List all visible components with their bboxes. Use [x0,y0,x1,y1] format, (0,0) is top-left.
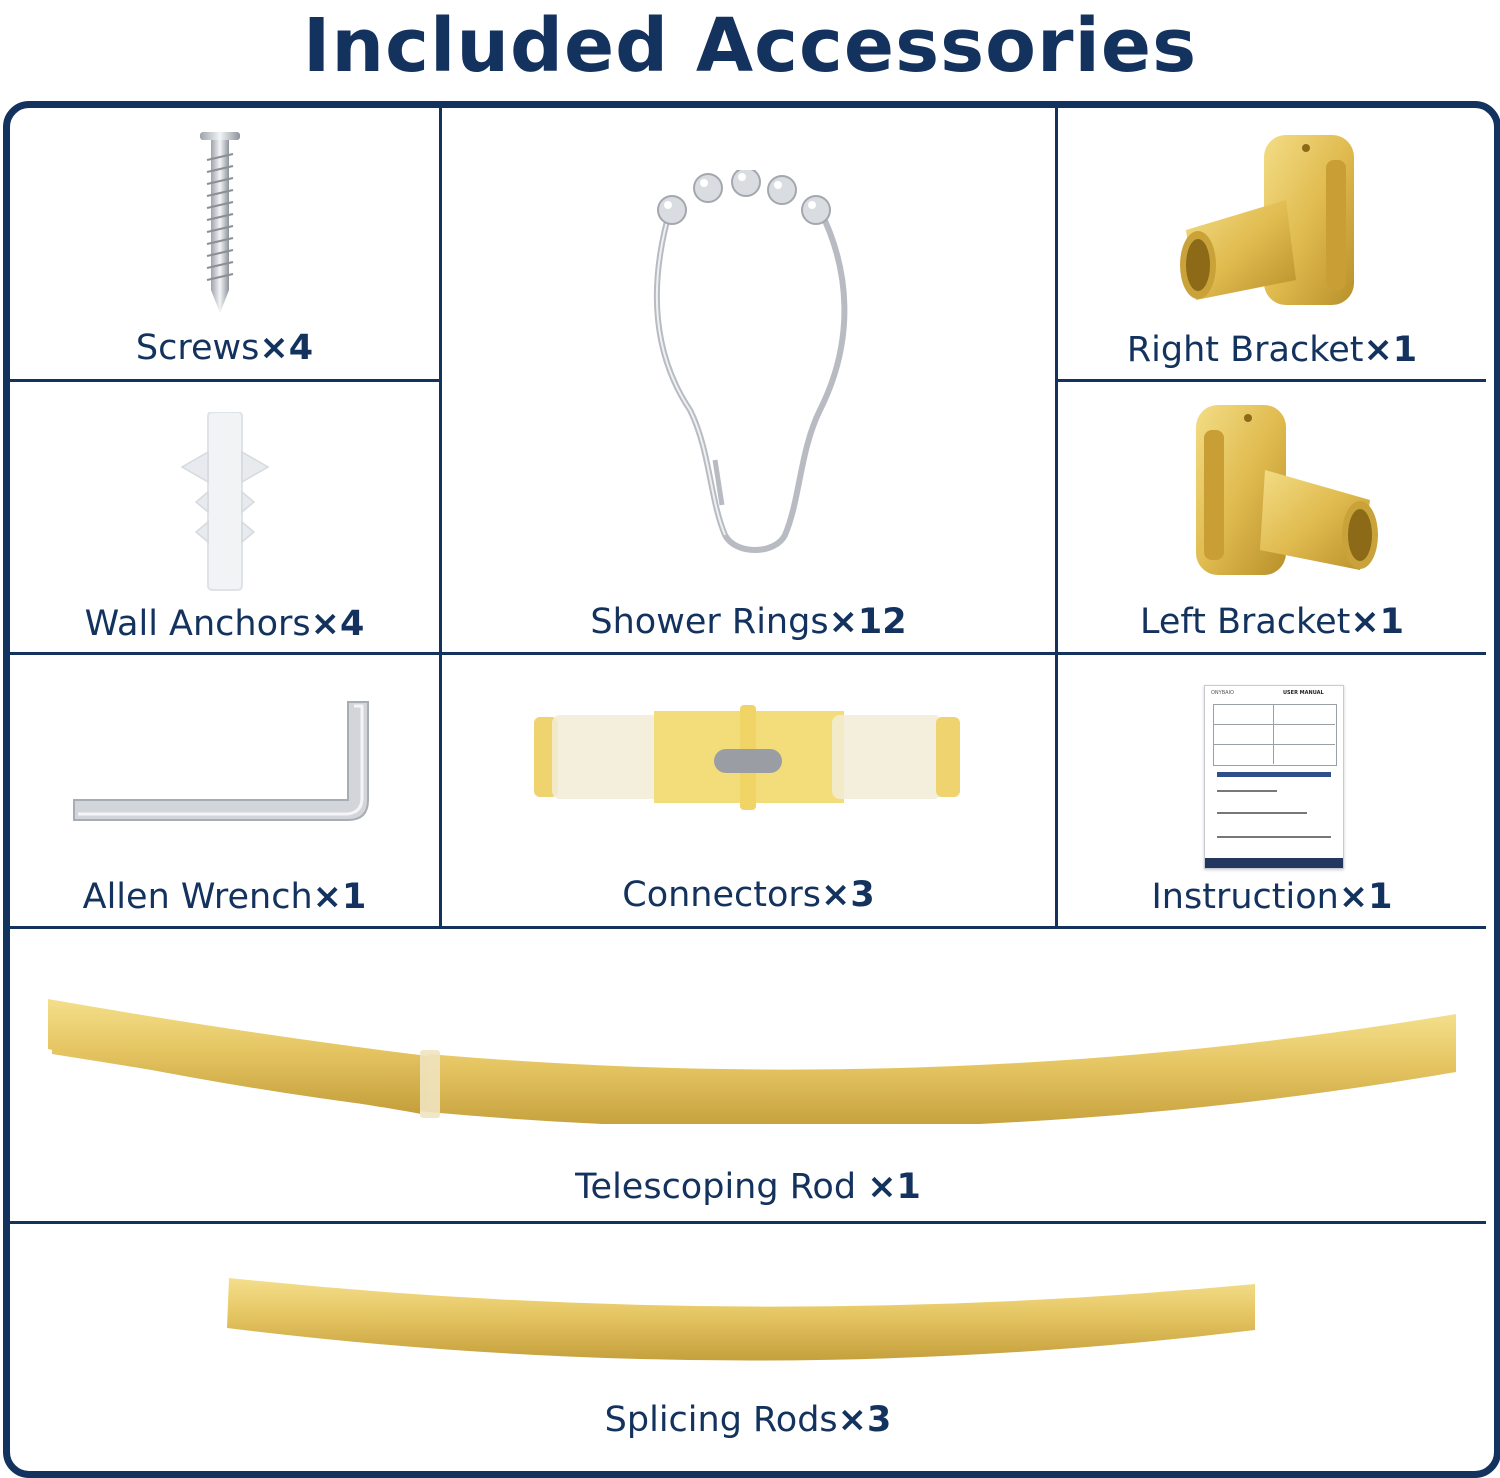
left-bracket-icon [1196,405,1378,575]
instruction-manual-icon: ONYBAIO USER MANUAL [1204,685,1344,869]
right-bracket-icon [1180,135,1354,305]
cell-instruction: ONYBAIO USER MANUAL Instruction×1 [1058,655,1486,926]
cell-splicing-rods: Splicing Rods×3 [10,1224,1486,1471]
splicing-rod-icon [227,1278,1255,1361]
label-connectors: Connectors×3 [622,875,875,915]
telescoping-rod-icon [48,999,1456,1124]
cell-screws: Screws×4 [10,108,439,379]
label-right-bracket: Right Bracket×1 [1126,330,1418,370]
label-instruction: Instruction×1 [1151,877,1393,917]
cell-allen-wrench: Allen Wrench×1 [10,655,439,926]
cell-right-bracket: Right Bracket×1 [1058,108,1486,379]
label-left-bracket: Left Bracket×1 [1139,602,1405,642]
cell-shower-rings: Shower Rings×12 [442,108,1055,652]
cell-connectors: Connectors×3 [442,655,1055,926]
screw-icon [200,132,240,313]
divider-h3 [10,926,1486,929]
divider-h1b [1056,379,1486,382]
allen-wrench-icon [73,701,369,821]
shower-ring-icon [653,170,848,553]
label-shower-rings: Shower Rings×12 [590,602,907,642]
manual-brand: ONYBAIO [1211,690,1234,696]
divider-h4 [10,1221,1486,1224]
accessories-grid: Screws×4 Shower Rings×12 [3,101,1500,1478]
connector-icon [534,705,960,810]
label-screws: Screws×4 [135,328,314,368]
cell-wall-anchors: Wall Anchors×4 [10,382,439,652]
divider-v2 [1055,108,1058,926]
page-title: Included Accessories [302,3,1198,89]
label-wall-anchors: Wall Anchors×4 [84,604,365,644]
label-splicing-rods: Splicing Rods×3 [604,1400,892,1440]
cell-left-bracket: Left Bracket×1 [1058,382,1486,652]
divider-h2 [10,652,1486,655]
manual-heading: USER MANUAL [1283,690,1324,696]
divider-v1 [439,108,442,926]
label-telescoping-rod: Telescoping Rod ×1 [575,1167,921,1207]
label-allen-wrench: Allen Wrench×1 [82,877,367,917]
cell-telescoping-rod: Telescoping Rod ×1 [10,929,1486,1221]
wall-anchor-icon [180,412,270,591]
divider-h1a [10,379,440,382]
